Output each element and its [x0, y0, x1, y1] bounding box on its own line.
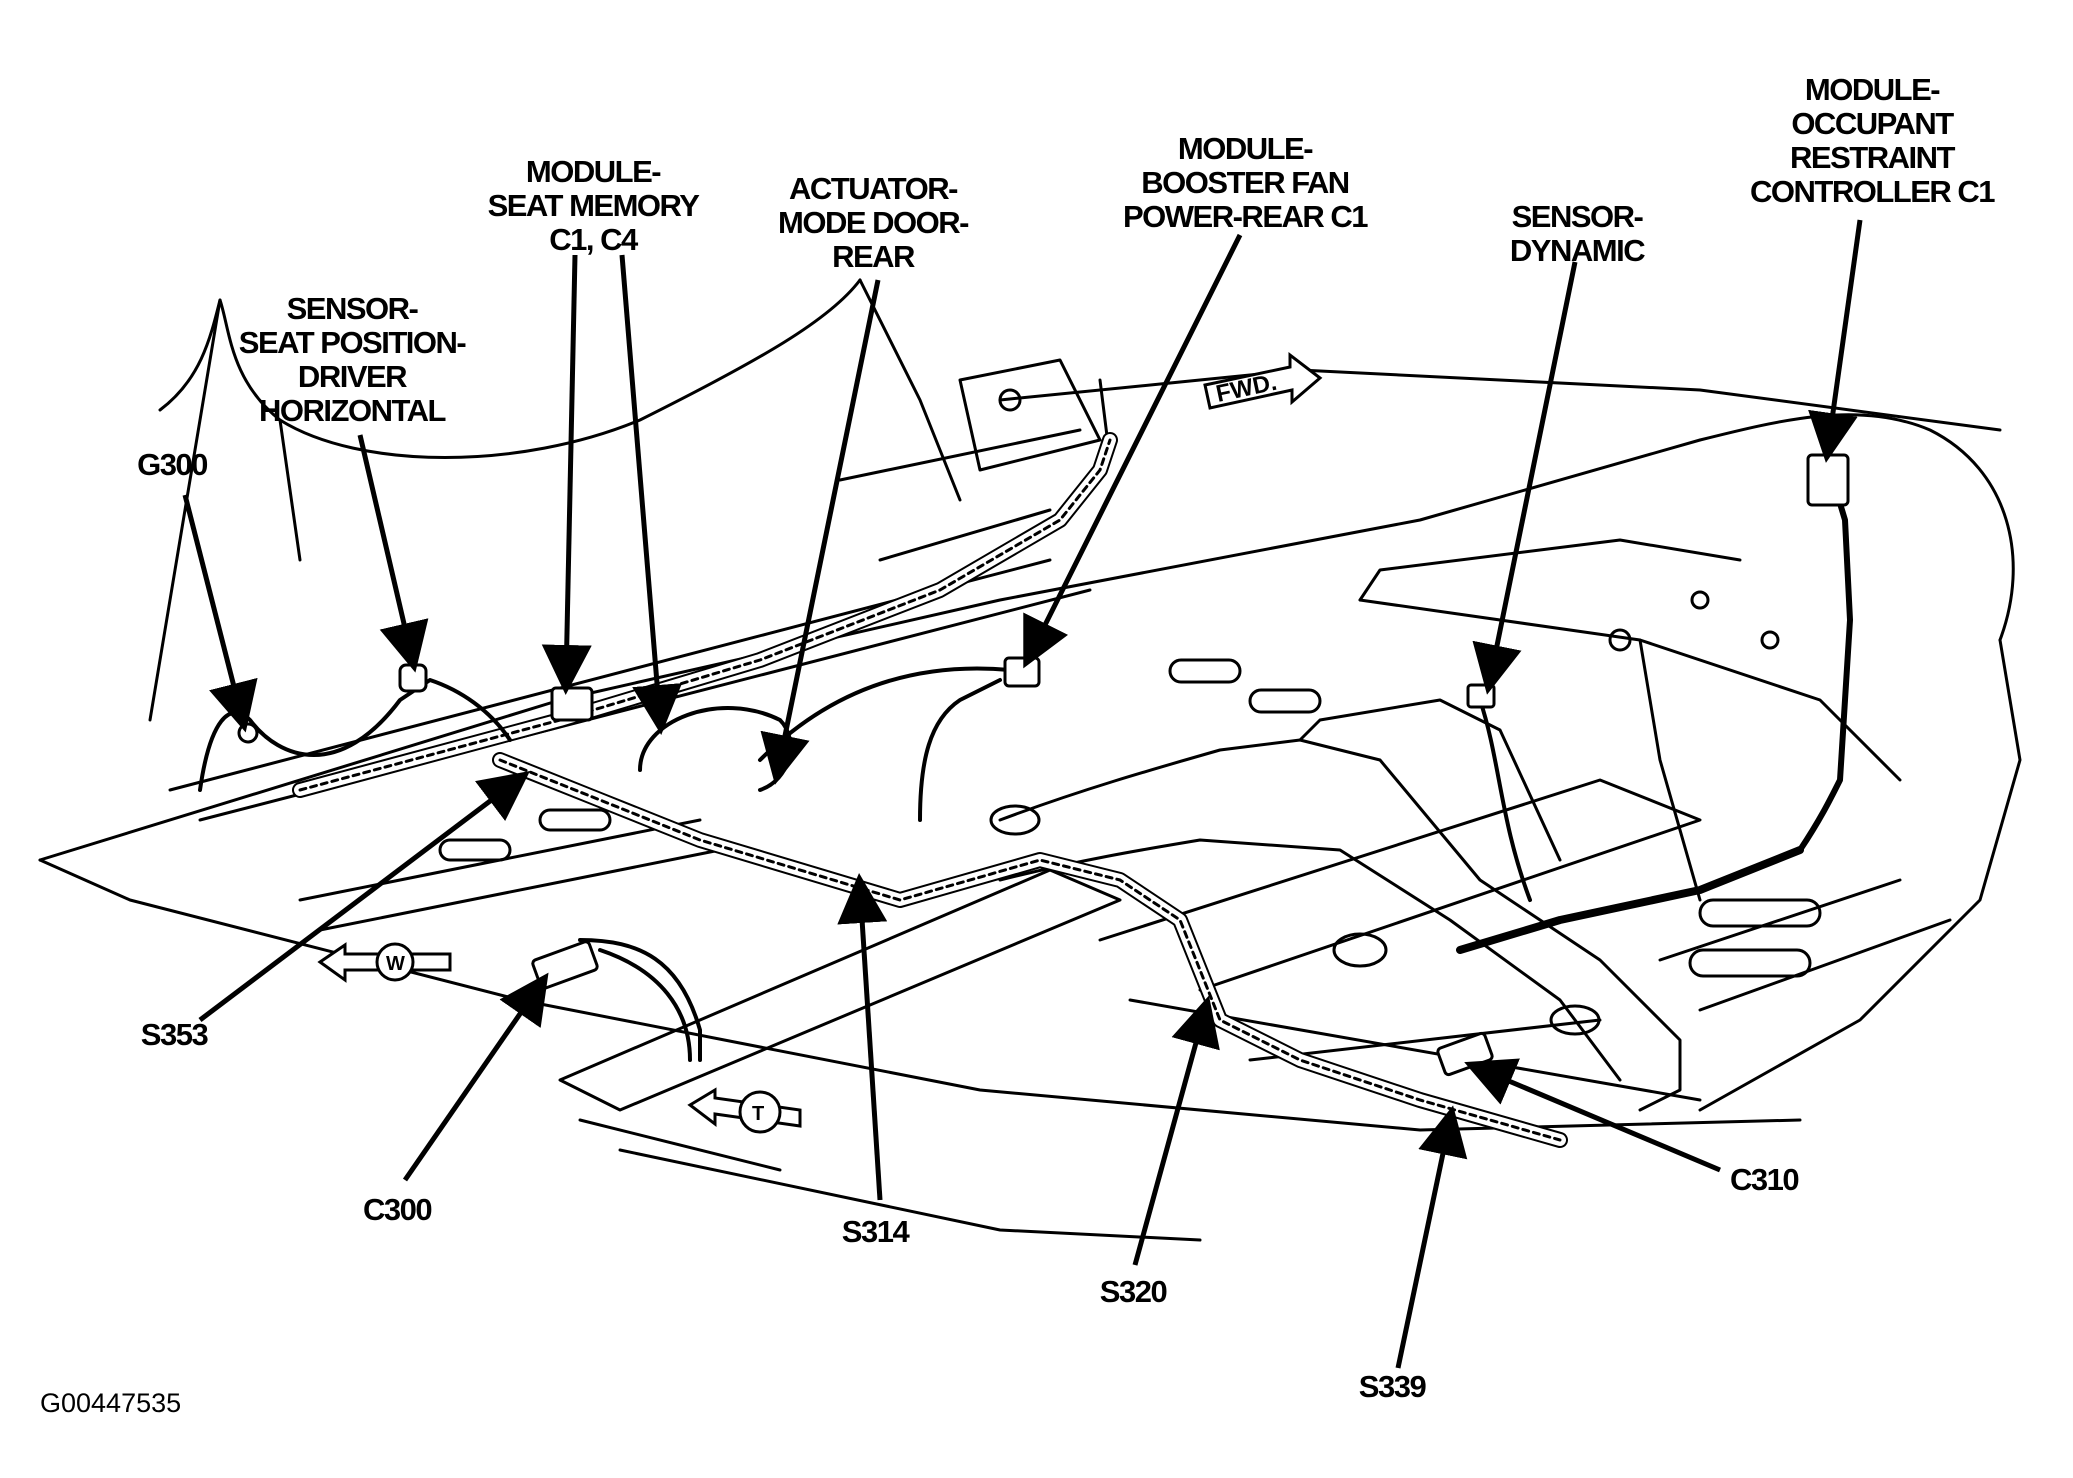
w-tag-text: W [386, 953, 405, 975]
arrow-g300 [182, 494, 258, 733]
label-s339: S339 [1358, 1369, 1427, 1404]
callout-arrows [182, 219, 1863, 1369]
fwd-tag-text: FWD. [1214, 369, 1280, 408]
floor-slots [438, 388, 1822, 1036]
w-tag [317, 942, 452, 983]
fwd-tag [1203, 351, 1323, 410]
label-module-seat-memory: MODULE- SEAT MEMORY C1, C4 [487, 154, 700, 257]
arrow-module-seat-memory-c4 [619, 254, 683, 735]
connectors [237, 453, 1850, 1077]
label-s314: S314 [841, 1214, 910, 1249]
arrow-s353 [198, 770, 530, 1022]
arrow-s314 [837, 873, 888, 1201]
label-c310: C310 [1729, 1162, 1800, 1197]
label-module-occupant-restraint: MODULE- OCCUPANT RESTRAINT CONTROLLER C1 [1750, 72, 1996, 209]
arrow-c310 [1464, 1058, 1721, 1173]
label-sensor-dynamic: SENSOR- DYNAMIC [1509, 199, 1646, 268]
arrow-module-booster-fan [1023, 233, 1243, 669]
arrow-actuator-mode-door [760, 279, 881, 785]
center-tunnel [998, 698, 1682, 1112]
arrow-sensor-seat-position [357, 434, 429, 673]
wiring-harness [198, 432, 1853, 1148]
label-actuator-mode-door: ACTUATOR- MODE DOOR- REAR [778, 171, 969, 274]
label-sensor-seat-position: SENSOR- SEAT POSITION- DRIVER HORIZONTAL [238, 291, 467, 428]
arrow-s339 [1395, 1105, 1468, 1369]
label-g300: G300 [137, 447, 208, 482]
t-tag [687, 1087, 802, 1134]
label-module-booster-fan: MODULE- BOOSTER FAN POWER-REAR C1 [1122, 131, 1369, 234]
label-s353: S353 [140, 1017, 209, 1052]
t-tag-text: T [752, 1103, 764, 1125]
arrow-s320 [1132, 995, 1220, 1266]
arrow-module-seat-memory-c1 [541, 254, 592, 695]
figure-code: G00447535 [40, 1388, 182, 1418]
arrow-c300 [402, 972, 549, 1182]
label-c300: C300 [362, 1192, 433, 1227]
label-s320: S320 [1099, 1274, 1168, 1309]
arrow-module-occupant-restraint [1808, 219, 1863, 463]
arrow-sensor-dynamic [1472, 261, 1578, 695]
